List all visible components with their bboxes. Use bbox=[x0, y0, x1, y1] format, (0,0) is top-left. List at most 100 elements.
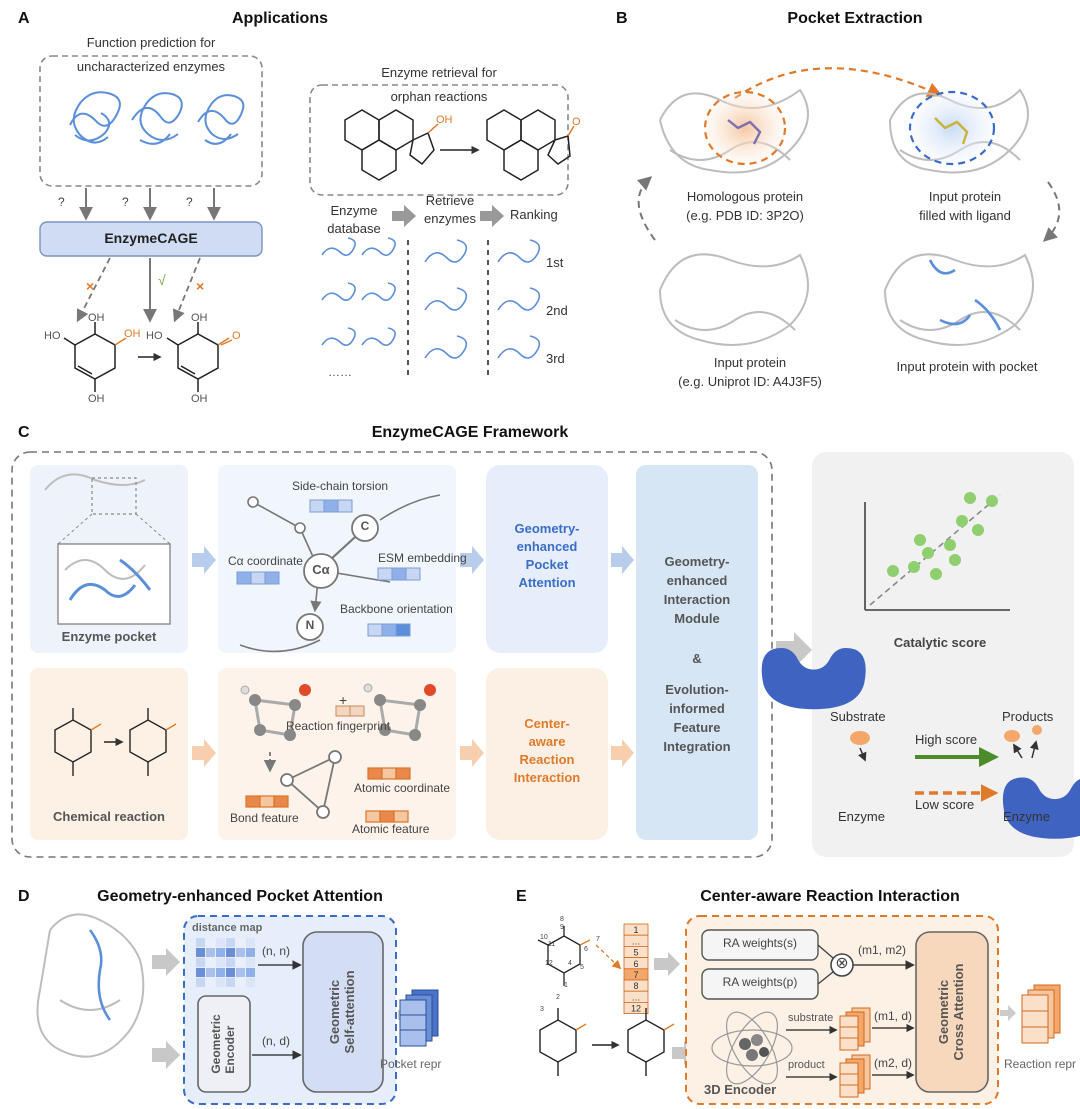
reaction-fp-label: Reaction fingerprint bbox=[286, 719, 391, 733]
enzyme-db-line1: Enzyme bbox=[330, 203, 378, 218]
substrate-label: Substrate bbox=[830, 709, 886, 724]
product-stack bbox=[839, 1054, 871, 1098]
reaction-feature-bars bbox=[245, 767, 411, 823]
gim-line4: Module bbox=[674, 611, 720, 626]
distance-map-cell bbox=[216, 938, 225, 947]
graph-end-node bbox=[247, 496, 259, 508]
rank-2: 2nd bbox=[546, 303, 568, 318]
panel-c-letter: C bbox=[18, 424, 30, 441]
otimes-label: ⊗ bbox=[835, 955, 849, 972]
efi-line2: informed bbox=[669, 701, 725, 716]
side-chain-label: Side-chain torsion bbox=[292, 479, 389, 493]
cross-attention-box bbox=[915, 931, 989, 1093]
filled-pocket-circle bbox=[908, 90, 996, 166]
func-pred-line2: uncharacterized enzymes bbox=[76, 59, 226, 74]
ca-coordinate-label: Cα coordinate bbox=[228, 554, 303, 568]
atom-index-label: 1 bbox=[633, 925, 638, 935]
gim-line1: Geometry- bbox=[664, 554, 730, 569]
atom-number: 9 bbox=[560, 924, 564, 931]
rx-node-3 bbox=[316, 805, 330, 819]
catalytic-score-label: Catalytic score bbox=[893, 635, 987, 650]
cross-mark-right: × bbox=[196, 278, 205, 294]
filled-ligand bbox=[934, 117, 969, 145]
distance-map-label: distance map bbox=[192, 922, 263, 934]
atom-number: 1 bbox=[564, 982, 568, 989]
e-arrow-3 bbox=[1000, 1005, 1016, 1021]
reaction-graph bbox=[263, 752, 337, 814]
homologous-line1: Homologous protein bbox=[686, 189, 804, 204]
cross-mark-left: × bbox=[86, 278, 95, 294]
m1m2-label: (m1, m2) bbox=[858, 943, 906, 957]
s-to-otimes bbox=[817, 944, 834, 959]
distance-map-cell bbox=[236, 978, 245, 987]
enzyme-substrate-diagram bbox=[761, 648, 1080, 839]
plus-sign: + bbox=[339, 692, 348, 708]
enzyme-pocket-label: Enzyme pocket bbox=[61, 629, 157, 644]
nd-label: (n, d) bbox=[262, 1034, 291, 1048]
panel-b-letter: B bbox=[616, 10, 628, 27]
p-to-otimes bbox=[817, 971, 834, 985]
score-card bbox=[812, 452, 1074, 857]
dashed-arrow-right bbox=[172, 257, 201, 323]
ranking-label: Ranking bbox=[510, 207, 558, 222]
ball-stick-molecules bbox=[240, 683, 436, 741]
substrate-molecule bbox=[63, 322, 127, 392]
atom-index-label: 6 bbox=[633, 959, 638, 969]
pocket-residues bbox=[928, 259, 1002, 331]
orphan-oh: OH bbox=[436, 114, 453, 126]
a-oh-orange: OH bbox=[124, 328, 141, 340]
pocket-feature-bars bbox=[236, 499, 421, 637]
a-acid-right: OH bbox=[191, 393, 208, 405]
substrate-small-label: substrate bbox=[788, 1012, 834, 1024]
gepa-line2: enhanced bbox=[516, 539, 578, 554]
a-acid-left: OH bbox=[88, 393, 105, 405]
distance-map-cell bbox=[216, 958, 225, 967]
enzyme-label-left: Enzyme bbox=[838, 809, 885, 824]
a-oh-top-right: OH bbox=[191, 312, 208, 324]
distance-map-cell bbox=[206, 948, 215, 957]
esm-embedding-label: ESM embedding bbox=[378, 551, 467, 565]
atom-number: 12 bbox=[545, 960, 553, 967]
rank-3: 3rd bbox=[546, 351, 565, 366]
geo-encoder-line2: Encoder bbox=[223, 1025, 237, 1074]
self-attention-box bbox=[302, 931, 384, 1093]
a-o-orange: O bbox=[232, 330, 241, 342]
atom-number: 10 bbox=[540, 934, 548, 941]
node-c bbox=[351, 514, 379, 542]
atom-number: 5 bbox=[580, 964, 584, 971]
atom-number: 4 bbox=[568, 960, 572, 967]
panel-a-letter: A bbox=[18, 10, 30, 27]
gepa-line4: Attention bbox=[518, 575, 576, 590]
efi-line1: Evolution- bbox=[665, 682, 729, 697]
distance-map-cell bbox=[236, 958, 245, 967]
distance-map-cell bbox=[246, 958, 255, 967]
cari-line2: aware bbox=[528, 734, 566, 749]
pocket-features-card bbox=[218, 465, 456, 653]
distance-map-cell bbox=[226, 948, 235, 957]
high-score-label: High score bbox=[915, 732, 978, 747]
distance-map-cell bbox=[226, 978, 235, 987]
pocket-protein-d bbox=[36, 913, 145, 1058]
retrieve-line2: enzymes bbox=[423, 211, 477, 226]
atom-number: 6 bbox=[584, 946, 588, 953]
ra-weights-p-label: RA weights(p) bbox=[722, 975, 798, 989]
enzyme-database-structures bbox=[321, 237, 541, 359]
distance-map-cell bbox=[216, 968, 225, 977]
substrate-stack bbox=[839, 1007, 871, 1051]
panel-e-letter: E bbox=[516, 888, 527, 905]
atom-index-label: 7 bbox=[633, 970, 638, 980]
e-arrow-1 bbox=[654, 952, 680, 976]
atom-number: 8 bbox=[560, 916, 564, 923]
distance-map-cell bbox=[196, 938, 205, 947]
panel-d-letter: D bbox=[18, 888, 30, 905]
steroid-substrate bbox=[344, 109, 439, 181]
numbered-substrate bbox=[537, 926, 622, 986]
a-ho-right: HO bbox=[146, 330, 163, 342]
atom-index-label: … bbox=[632, 992, 641, 1002]
question-mark-2: ? bbox=[122, 195, 129, 209]
distance-map-cell bbox=[246, 968, 255, 977]
